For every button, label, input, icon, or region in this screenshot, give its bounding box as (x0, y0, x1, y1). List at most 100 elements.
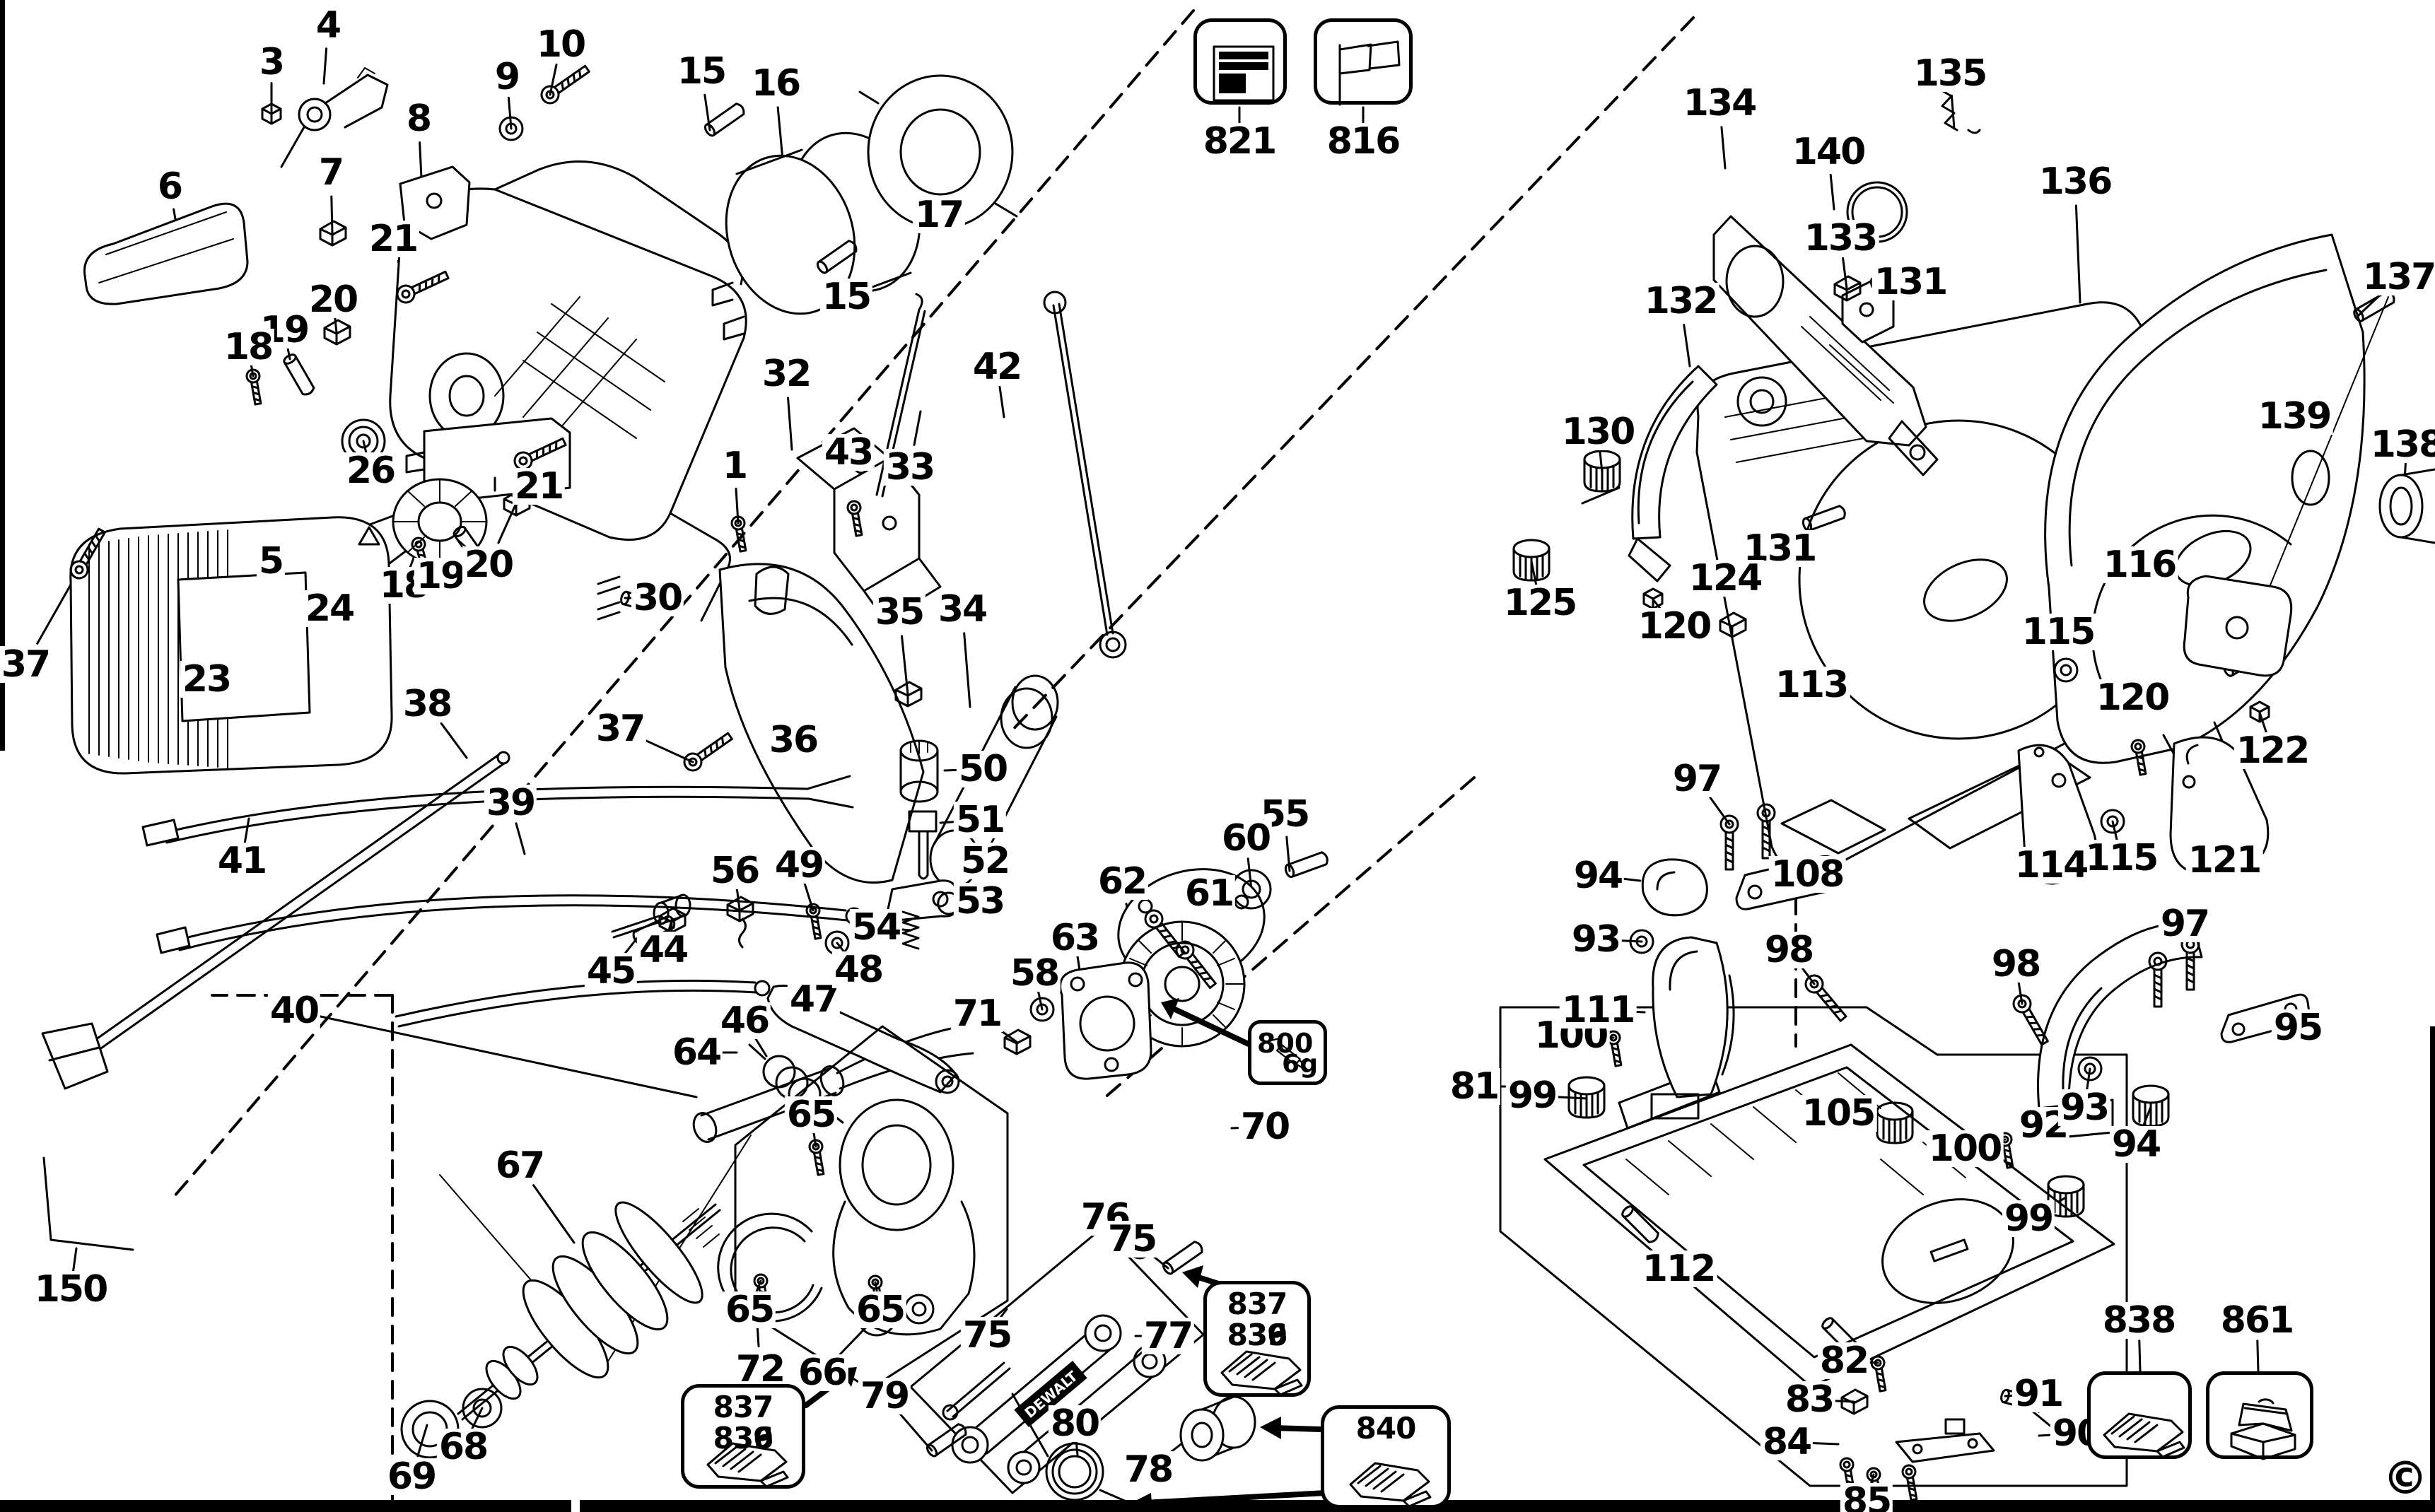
part-label-105: 105 (1799, 1095, 1877, 1132)
leader-line-60 (1246, 857, 1253, 891)
bracket-plate-art-116 (2183, 575, 2293, 677)
motor-cover-art (69, 516, 393, 775)
leader-line-67 (532, 1184, 576, 1244)
leader-line-41 (243, 817, 250, 845)
tray-icon (1349, 1462, 1432, 1508)
knob-glyph (2132, 1084, 2170, 1127)
part-label-861: 861 (2218, 1302, 2296, 1339)
part-label-108: 108 (1768, 856, 1846, 893)
base-boundary-81 (1499, 1006, 2128, 1487)
part-label-52: 52 (958, 843, 1012, 879)
leader-line-34 (963, 632, 971, 708)
part-label-134: 134 (1681, 85, 1758, 122)
part-label-121: 121 (2185, 842, 2263, 879)
part-label-56: 56 (708, 852, 761, 889)
leader-line-39 (515, 822, 526, 855)
bevel-knob-art-94 (1641, 858, 1708, 917)
part-label-35: 35 (872, 594, 926, 631)
part-label-72: 72 (733, 1351, 787, 1388)
part-label-114: 114 (2012, 847, 2090, 884)
leader-line-8 (419, 141, 423, 180)
copyright-mark: © (2383, 1453, 2428, 1505)
guard-strip-art-132 (1628, 365, 1718, 582)
part-label-98: 98 (1762, 932, 1816, 968)
grease-icon (1268, 1036, 1314, 1074)
leader-line-79 (899, 1413, 933, 1452)
part-label-7: 7 (316, 154, 346, 191)
leader-line-134 (1720, 126, 1727, 170)
part-label-113: 113 (1773, 667, 1850, 703)
part-label-75: 75 (960, 1317, 1014, 1354)
part-label-132: 132 (1642, 283, 1719, 320)
part-label-9: 9 (492, 59, 522, 95)
part-label-3: 3 (257, 44, 286, 81)
part-label-48: 48 (831, 951, 885, 988)
part-label-16: 16 (749, 65, 802, 102)
leader-line-40 (316, 1014, 698, 1098)
part-label-8: 8 (404, 100, 433, 137)
nameplate-icon (1213, 45, 1275, 102)
case-icon (2230, 1398, 2296, 1460)
part-label-136: 136 (2036, 163, 2114, 200)
part-label-81: 81 (1447, 1068, 1501, 1105)
box-number-line: 840 (1355, 1411, 1417, 1446)
part-label-99: 99 (1505, 1077, 1559, 1114)
part-label-6: 6 (155, 168, 185, 205)
part-label-838: 838 (2100, 1302, 2178, 1339)
guard-plate-art-134 (1712, 215, 1939, 476)
base-plate-art (1543, 1043, 2115, 1502)
part-label-100: 100 (1926, 1130, 2004, 1167)
part-label-21: 21 (512, 468, 566, 505)
leader-line-132 (1683, 324, 1691, 368)
part-label-98: 98 (1989, 946, 2043, 983)
part-label-111: 111 (1559, 992, 1637, 1028)
part-label-18: 18 (221, 329, 275, 365)
part-label-33: 33 (883, 449, 937, 486)
part-label-47: 47 (787, 981, 841, 1018)
part-label-80: 80 (1048, 1405, 1102, 1442)
part-label-79: 79 (858, 1378, 911, 1414)
part-label-85: 85 (1840, 1483, 1893, 1512)
part-label-77: 77 (1141, 1318, 1195, 1354)
part-label-69: 69 (385, 1458, 438, 1495)
part-label-120: 120 (2094, 679, 2171, 716)
roller-art-78 (1179, 1395, 1256, 1462)
part-label-54: 54 (849, 909, 903, 946)
kit-box-838 (2087, 1371, 2192, 1459)
part-label-150: 150 (32, 1271, 110, 1308)
dust-port-art-138 (2378, 468, 2435, 544)
part-label-41: 41 (215, 843, 269, 879)
pin-glyph (1283, 850, 1331, 879)
part-label-93: 93 (1569, 921, 1623, 958)
part-label-75: 75 (1105, 1221, 1159, 1258)
leader-line-4 (322, 47, 328, 85)
leader-line-838 (2138, 1340, 2142, 1373)
part-label-71: 71 (950, 995, 1004, 1032)
spindle-lock-art (887, 739, 957, 922)
leader-line-33 (913, 410, 922, 446)
flag-icon (1338, 40, 1401, 106)
part-label-120: 120 (1635, 608, 1713, 645)
gearcase-art (832, 1098, 976, 1336)
box-number-line: 837 836 (1227, 1287, 1288, 1353)
block-glyph (323, 319, 351, 346)
part-label-115: 115 (2082, 840, 2160, 877)
bevel-pointer-art-111 (1650, 936, 1735, 1120)
leader-line-140 (1829, 173, 1835, 211)
part-label-46: 46 (718, 1002, 771, 1039)
leader-line-133 (1842, 257, 1848, 290)
icon-box-821 (1193, 18, 1287, 105)
part-label-68: 68 (436, 1429, 490, 1465)
part-label-84: 84 (1760, 1424, 1814, 1460)
part-label-32: 32 (759, 356, 813, 392)
lead-wire-art-42 (1043, 291, 1127, 659)
part-label-23: 23 (180, 661, 233, 698)
part-label-61: 61 (1182, 875, 1236, 912)
screw-glyph (1801, 971, 1851, 1026)
part-label-122: 122 (2233, 732, 2311, 769)
part-label-21: 21 (366, 221, 420, 257)
pin-glyph (702, 101, 747, 139)
part-label-36: 36 (766, 722, 820, 758)
